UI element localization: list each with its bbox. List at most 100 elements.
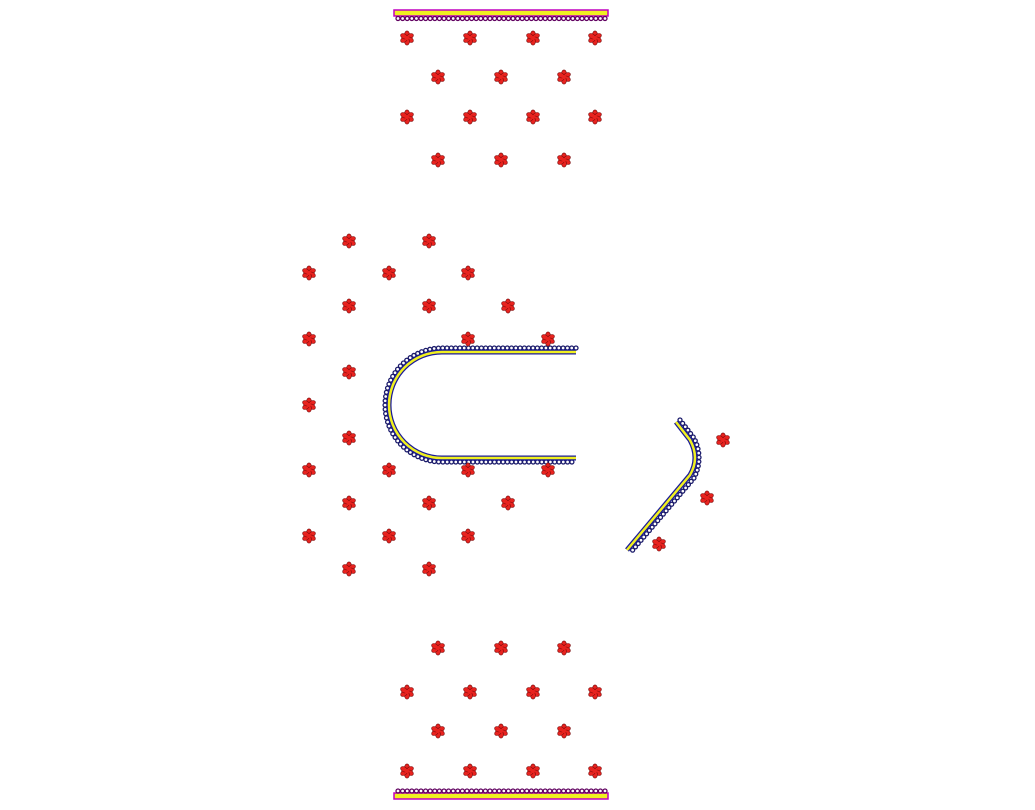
- bead: [629, 547, 636, 553]
- bead: [539, 459, 545, 465]
- bead: [435, 345, 442, 351]
- bead: [547, 788, 553, 794]
- bead: [413, 15, 420, 22]
- bead: [560, 15, 567, 22]
- bead: [441, 15, 447, 22]
- bead: [533, 788, 539, 794]
- bead: [597, 788, 604, 794]
- bead: [478, 15, 484, 22]
- bead: [436, 15, 443, 22]
- bead: [556, 459, 562, 465]
- flower-marker-icon: [431, 723, 445, 739]
- bead: [526, 345, 532, 351]
- flower-marker-icon: [588, 763, 602, 779]
- bead: [542, 788, 548, 794]
- bead: [470, 345, 476, 351]
- bead: [574, 15, 581, 22]
- flower-marker-icon: [422, 298, 436, 314]
- bead: [682, 424, 688, 430]
- bead: [474, 345, 480, 351]
- bead: [565, 788, 571, 794]
- bead: [505, 15, 512, 22]
- bead: [597, 15, 604, 22]
- flower-marker-icon: [302, 331, 316, 347]
- bead: [649, 524, 655, 530]
- bead: [468, 788, 475, 794]
- bead: [440, 345, 446, 351]
- flower-marker-icon: [302, 397, 316, 413]
- bead: [465, 345, 472, 351]
- bead: [632, 544, 639, 550]
- bead: [491, 345, 497, 351]
- flower-marker-icon: [342, 298, 356, 314]
- bead: [691, 475, 697, 481]
- flower-marker-icon: [463, 30, 477, 46]
- bead: [478, 788, 484, 794]
- bead: [556, 15, 562, 22]
- flower-marker-icon: [422, 233, 436, 249]
- bead: [500, 459, 506, 465]
- bead: [448, 459, 455, 465]
- bead: [552, 459, 558, 465]
- flower-marker-icon: [700, 490, 714, 506]
- flower-marker-icon: [557, 69, 571, 85]
- bead: [487, 15, 493, 22]
- bead: [643, 531, 650, 537]
- bead: [501, 788, 507, 794]
- bead: [685, 481, 692, 488]
- bead: [478, 345, 485, 351]
- bead: [483, 459, 489, 465]
- bead: [588, 15, 594, 22]
- bead: [602, 788, 608, 794]
- bead: [517, 459, 523, 465]
- bead: [409, 15, 415, 22]
- bead: [560, 345, 566, 351]
- bead: [487, 459, 493, 465]
- flower-marker-icon: [526, 109, 540, 125]
- bead: [487, 345, 493, 351]
- bead: [399, 788, 406, 794]
- bottom-rail: [393, 788, 609, 800]
- flower-marker-icon: [302, 462, 316, 478]
- flower-marker-icon: [400, 763, 414, 779]
- bead: [551, 345, 558, 351]
- bead: [574, 788, 581, 794]
- flower-marker-icon: [494, 152, 508, 168]
- flower-marker-icon: [400, 109, 414, 125]
- bead: [445, 788, 452, 794]
- bead: [524, 788, 530, 794]
- bead: [427, 15, 433, 22]
- flower-marker-icon: [463, 763, 477, 779]
- bead: [422, 15, 429, 22]
- bead: [455, 15, 461, 22]
- flower-marker-icon: [431, 69, 445, 85]
- u-rail: [382, 345, 579, 465]
- bead: [461, 345, 467, 351]
- bead: [444, 459, 450, 465]
- bead: [534, 345, 540, 351]
- bead: [418, 15, 424, 22]
- bead: [400, 444, 407, 450]
- bead: [564, 459, 571, 465]
- bead: [495, 345, 502, 351]
- bead: [422, 788, 429, 794]
- flower-marker-icon: [526, 763, 540, 779]
- bead: [551, 788, 558, 794]
- bead: [668, 501, 675, 507]
- bead: [564, 345, 571, 351]
- bead: [399, 15, 406, 22]
- bead: [556, 788, 562, 794]
- bead: [521, 345, 528, 351]
- bead: [504, 345, 510, 351]
- flower-marker-icon: [422, 495, 436, 511]
- bead: [455, 788, 461, 794]
- bead: [440, 459, 446, 465]
- bead: [474, 459, 480, 465]
- bead: [436, 788, 443, 794]
- bead: [404, 788, 410, 794]
- flower-marker-icon: [382, 528, 396, 544]
- bead: [687, 430, 694, 437]
- flower-marker-icon: [461, 265, 475, 281]
- flower-marker-icon: [501, 298, 515, 314]
